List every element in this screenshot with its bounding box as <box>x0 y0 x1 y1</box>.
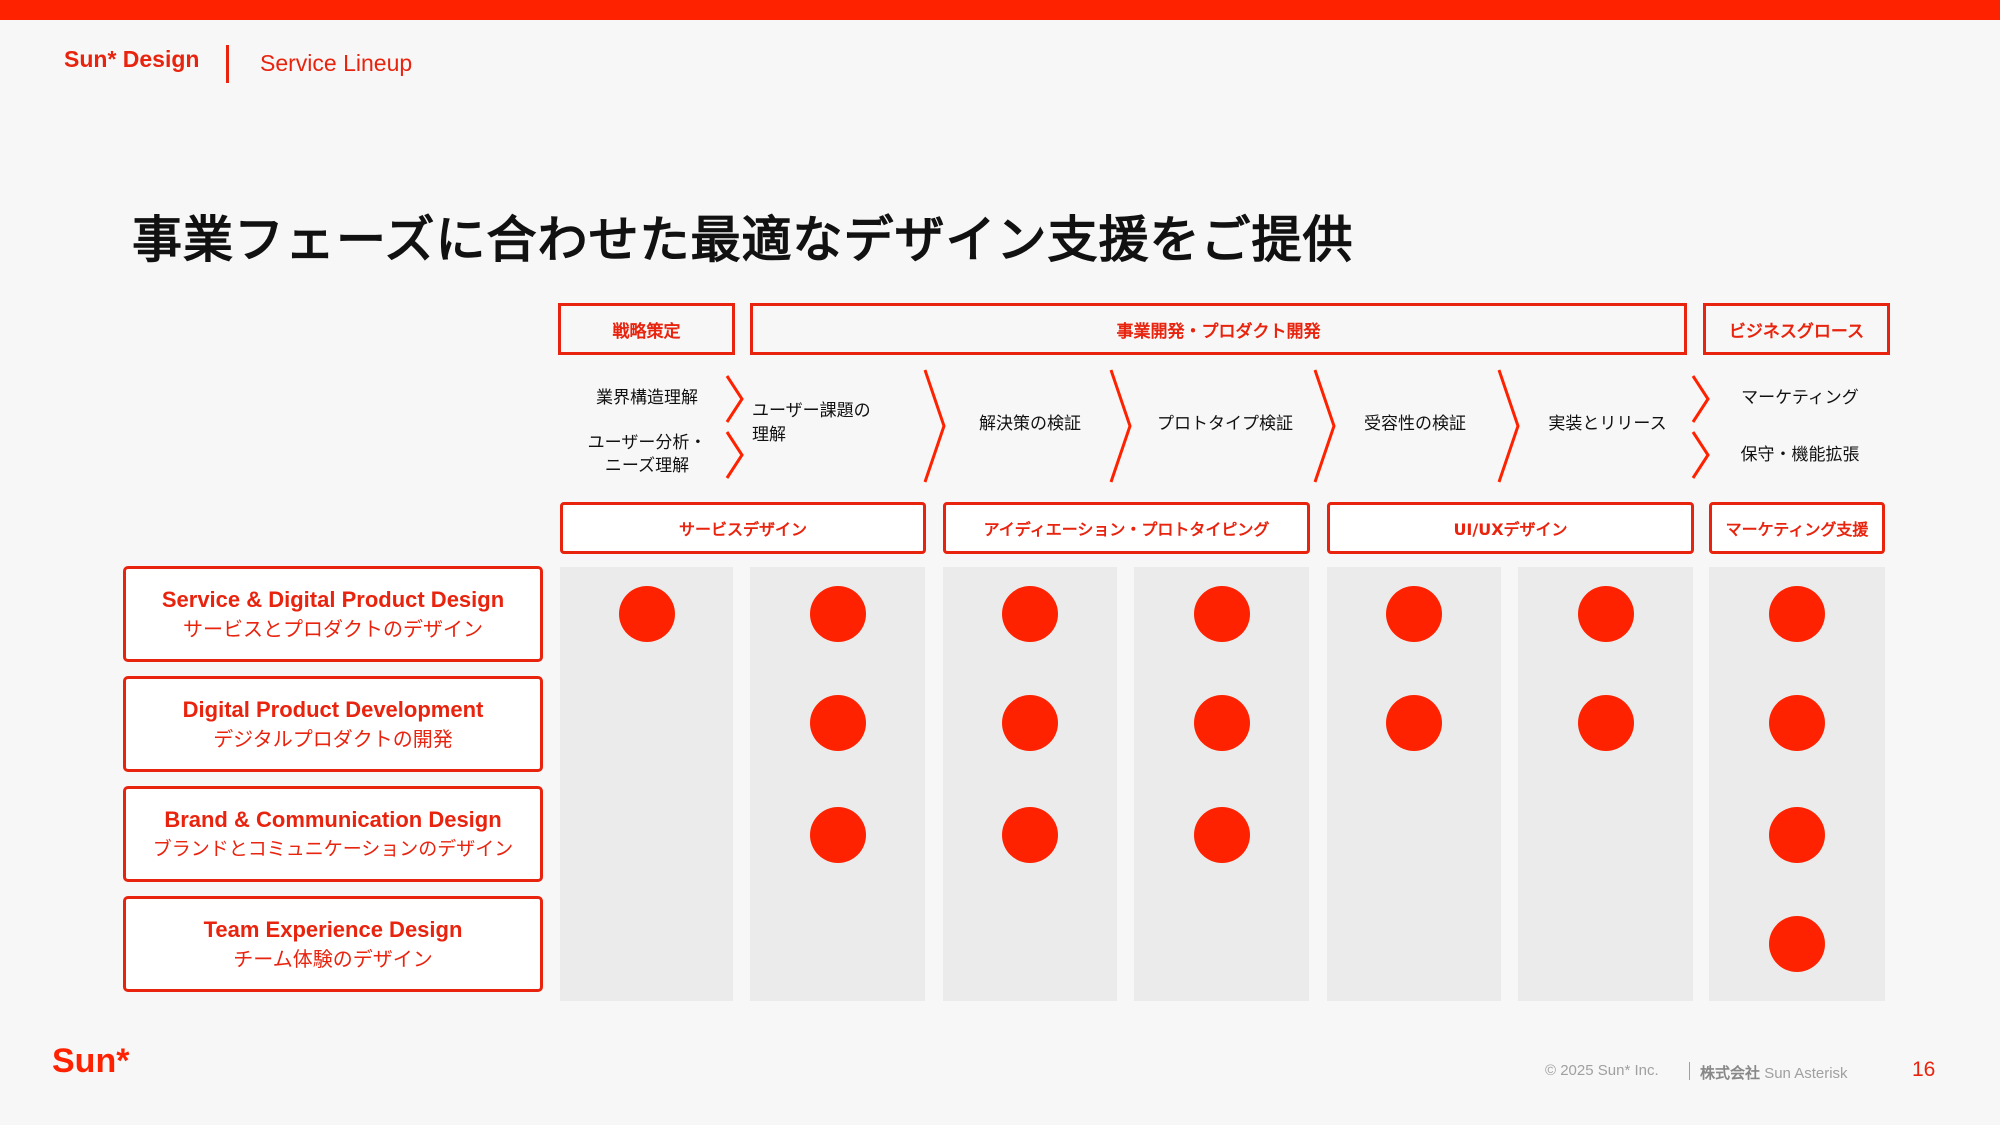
service-row-label: Digital Product Development デジタルプロダクトの開発 <box>123 676 543 772</box>
header-divider <box>226 45 229 83</box>
coverage-dot <box>1769 695 1825 751</box>
service-name-ja: ブランドとコミュニケーションのデザイン <box>152 838 514 860</box>
coverage-dot <box>1769 916 1825 972</box>
phase-strategy: 戦略策定 <box>558 303 735 355</box>
chevron-right-icon <box>724 430 746 480</box>
phase-development: 事業開発・プロダクト開発 <box>750 303 1687 355</box>
service-name-en: Brand & Communication Design <box>164 807 502 832</box>
service-name-ja: チーム体験のデザイン <box>233 947 433 971</box>
coverage-dot <box>1578 695 1634 751</box>
category-ideation-prototyping: アイディエーション・プロトタイピング <box>943 502 1310 554</box>
coverage-dot <box>1386 695 1442 751</box>
service-row-label: Brand & Communication Design ブランドとコミュニケー… <box>123 786 543 882</box>
footer-company-en: Sun Asterisk <box>1764 1065 1848 1082</box>
category-service-design: サービスデザイン <box>560 502 926 554</box>
coverage-dot <box>1769 586 1825 642</box>
coverage-dot <box>810 586 866 642</box>
step-implementation-release: 実装とリリース <box>1548 414 1667 434</box>
coverage-dot <box>1002 586 1058 642</box>
footer-copyright: © 2025 Sun* Inc. <box>1545 1062 1659 1079</box>
step-prototype-validation: プロトタイプ検証 <box>1157 414 1293 434</box>
phase-growth: ビジネスグロース <box>1703 303 1890 355</box>
service-name-ja: デジタルプロダクトの開発 <box>213 727 453 751</box>
top-accent-bar <box>0 0 2000 20</box>
chevron-right-icon <box>1496 368 1522 484</box>
category-uiux-design: UI/UXデザイン <box>1327 502 1694 554</box>
chevron-right-icon <box>1690 430 1712 480</box>
step-maintenance: 保守・機能拡張 <box>1740 445 1860 465</box>
service-row-label: Service & Digital Product Design サービスとプロ… <box>123 566 543 662</box>
coverage-dot <box>1769 807 1825 863</box>
step-industry: 業界構造理解 <box>596 388 698 408</box>
service-row-label: Team Experience Design チーム体験のデザイン <box>123 896 543 992</box>
chevron-right-icon <box>1108 368 1134 484</box>
footer-logo: Sun* <box>52 1042 130 1080</box>
footer-company: 株式会社 Sun Asterisk <box>1700 1062 1848 1083</box>
chevron-right-icon <box>922 368 948 484</box>
footer-company-ja: 株式会社 <box>1700 1065 1761 1082</box>
coverage-dot <box>1194 586 1250 642</box>
service-name-en: Digital Product Development <box>182 697 484 722</box>
chevron-right-icon <box>1312 368 1338 484</box>
brand-name: Sun* Design <box>64 46 200 72</box>
coverage-dot <box>1194 807 1250 863</box>
service-name-ja: サービスとプロダクトのデザイン <box>183 617 483 641</box>
coverage-dot <box>1578 586 1634 642</box>
coverage-dot <box>810 807 866 863</box>
page-number: 16 <box>1912 1058 1936 1081</box>
step-marketing: マーケティング <box>1741 388 1859 408</box>
step-solution-validation: 解決策の検証 <box>979 414 1081 434</box>
step-user-analysis: ユーザー分析・ ニーズ理解 <box>587 433 707 476</box>
footer-divider <box>1689 1062 1690 1080</box>
coverage-dot <box>1194 695 1250 751</box>
coverage-dot <box>810 695 866 751</box>
coverage-dot <box>1002 807 1058 863</box>
page-title: 事業フェーズに合わせた最適なデザイン支援をご提供 <box>132 211 1354 269</box>
category-marketing-support: マーケティング支援 <box>1709 502 1885 554</box>
section-name: Service Lineup <box>260 50 413 76</box>
step-user-problem: ユーザー課題の 理解 <box>752 401 871 445</box>
service-name-en: Team Experience Design <box>203 917 463 942</box>
coverage-dot <box>1002 695 1058 751</box>
service-name-en: Service & Digital Product Design <box>161 587 505 612</box>
chevron-right-icon <box>724 374 746 424</box>
coverage-dot <box>619 586 675 642</box>
step-acceptance-validation: 受容性の検証 <box>1364 414 1466 434</box>
coverage-dot <box>1386 586 1442 642</box>
chevron-right-icon <box>1690 374 1712 424</box>
